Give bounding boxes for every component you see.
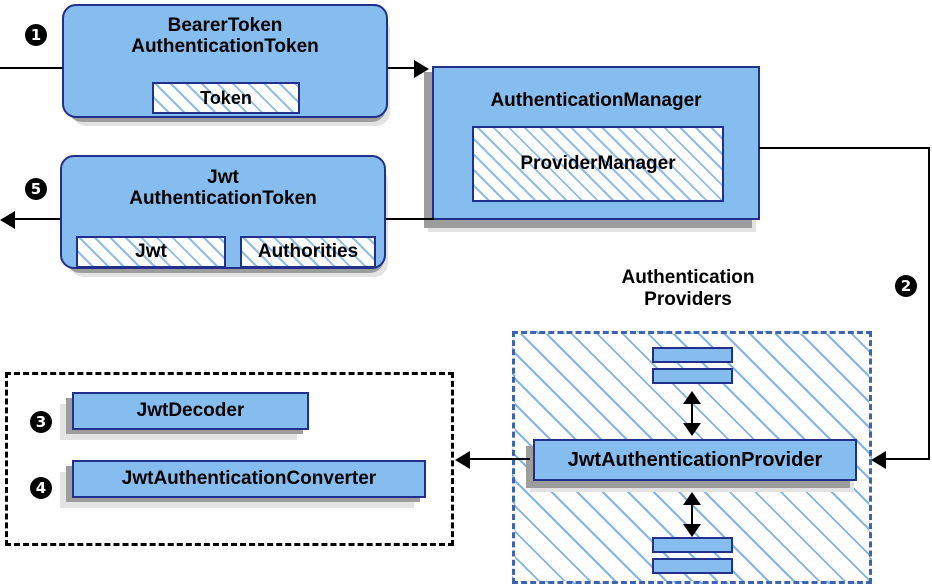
provider-stub-bar-top-1 bbox=[652, 347, 733, 363]
node-jwt-authentication-token[interactable]: Jwt AuthenticationToken Jwt Authorities bbox=[60, 155, 386, 269]
arrowhead-provider-down-top bbox=[683, 423, 701, 436]
node-bearer-token-authentication-token[interactable]: BearerToken AuthenticationToken Token bbox=[62, 4, 388, 118]
subbox-provider-manager[interactable]: ProviderManager bbox=[472, 126, 724, 202]
arrowhead-provider-down bbox=[683, 524, 701, 537]
arrowhead-provider-to-helpers bbox=[455, 451, 470, 469]
node-jwt-authentication-provider[interactable]: JwtAuthenticationProvider bbox=[533, 439, 857, 481]
connector-manager-to-jwt-token bbox=[386, 218, 434, 220]
authentication-manager-title: AuthenticationManager bbox=[490, 90, 702, 111]
bearer-token-title-line1: BearerToken bbox=[167, 15, 283, 36]
step-marker-4: 4 bbox=[30, 477, 52, 499]
connector-provider-bottom bbox=[691, 499, 693, 527]
subbox-authorities[interactable]: Authorities bbox=[240, 236, 376, 268]
arrowhead-provider-up bbox=[683, 391, 701, 404]
bearer-token-title: BearerToken AuthenticationToken bbox=[64, 15, 386, 58]
authentication-providers-label: Authentication Providers bbox=[598, 267, 778, 310]
node-authentication-manager[interactable]: AuthenticationManager ProviderManager bbox=[432, 66, 760, 220]
connector-request-in bbox=[0, 67, 62, 69]
connector-right-to-provider bbox=[886, 458, 930, 460]
arrowhead-response-out bbox=[0, 211, 15, 229]
node-jwt-authentication-converter[interactable]: JwtAuthenticationConverter bbox=[72, 460, 426, 498]
subbox-token[interactable]: Token bbox=[152, 82, 300, 114]
jwt-token-title-line1: Jwt bbox=[207, 167, 239, 188]
connector-provider-to-helpers bbox=[470, 458, 530, 460]
connector-response-out bbox=[15, 218, 65, 220]
provider-stub-bar-top-2 bbox=[652, 368, 733, 384]
group-jwt-helpers bbox=[5, 372, 454, 546]
provider-stub-bar-bottom-2 bbox=[652, 558, 733, 574]
connector-bearer-to-manager bbox=[388, 67, 418, 69]
step-marker-1: 1 bbox=[25, 24, 47, 46]
step-marker-2: 2 bbox=[895, 275, 917, 297]
jwt-token-title: Jwt AuthenticationToken bbox=[62, 167, 384, 210]
connector-right-vertical bbox=[928, 147, 930, 459]
authentication-providers-label-line1: Authentication bbox=[621, 267, 755, 288]
connector-provider-top bbox=[691, 398, 693, 426]
bearer-token-title-line2: AuthenticationToken bbox=[131, 36, 319, 58]
jwt-token-title-line2: AuthenticationToken bbox=[129, 188, 317, 210]
step-marker-5: 5 bbox=[25, 178, 47, 200]
arrowhead-provider-up-bottom bbox=[683, 492, 701, 505]
arrowhead-right-to-provider bbox=[871, 451, 886, 469]
authentication-providers-label-line2: Providers bbox=[644, 288, 732, 310]
subbox-jwt[interactable]: Jwt bbox=[76, 236, 226, 268]
connector-manager-right bbox=[759, 147, 930, 149]
step-marker-3: 3 bbox=[30, 411, 52, 433]
node-jwt-decoder[interactable]: JwtDecoder bbox=[72, 392, 309, 430]
provider-stub-bar-bottom-1 bbox=[652, 537, 733, 553]
